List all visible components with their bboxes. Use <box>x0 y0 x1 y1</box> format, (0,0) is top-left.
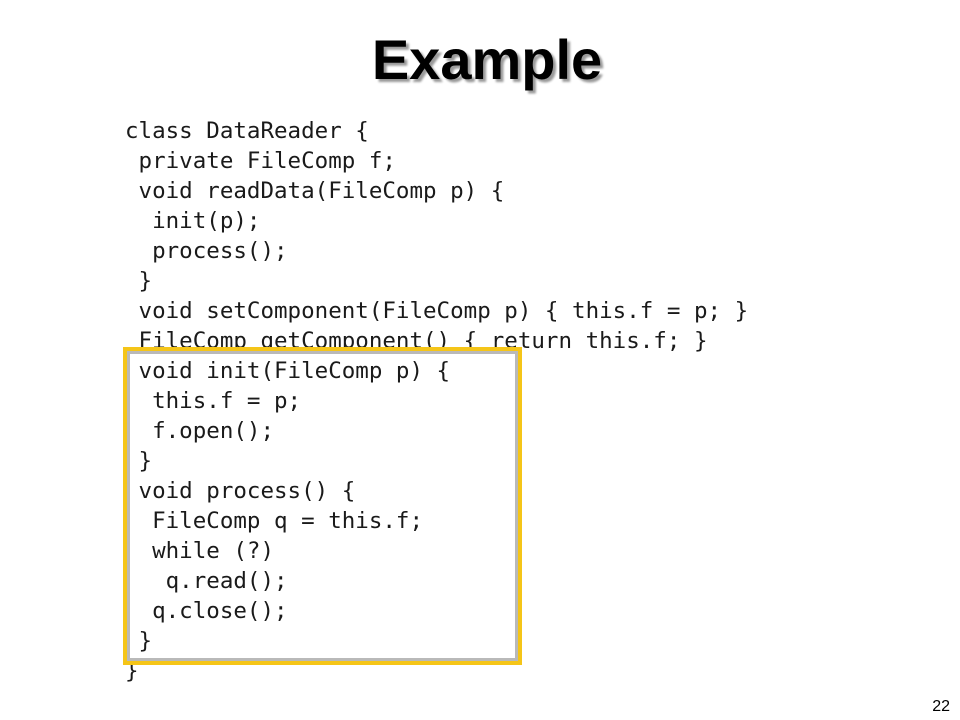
code-line: } <box>125 658 139 684</box>
code-line: q.read(); <box>125 568 288 594</box>
code-line: void setComponent(FileComp p) { this.f =… <box>125 298 749 324</box>
code-line: } <box>125 448 153 474</box>
code-line: class DataReader { <box>125 118 369 144</box>
slide-number: 22 <box>932 698 950 715</box>
code-line: process(); <box>125 238 288 264</box>
code-line: f.open(); <box>125 418 275 444</box>
code-line: q.close(); <box>125 598 288 624</box>
code-line: FileComp getComponent() { return this.f;… <box>125 328 708 354</box>
code-line: } <box>125 628 153 654</box>
code-line: FileComp q = this.f; <box>125 508 424 534</box>
code-line: void init(FileComp p) { <box>125 358 451 384</box>
slide-title: Example <box>371 28 603 91</box>
code-line: void process() { <box>125 478 356 504</box>
code-line: this.f = p; <box>125 388 302 414</box>
code-line: } <box>125 268 153 294</box>
code-line: void readData(FileComp p) { <box>125 178 505 204</box>
code-line: private FileComp f; <box>125 148 396 174</box>
code-listing: class DataReader { private FileComp f; v… <box>125 116 748 686</box>
code-line: init(p); <box>125 208 261 234</box>
code-line: while (?) <box>125 538 275 564</box>
